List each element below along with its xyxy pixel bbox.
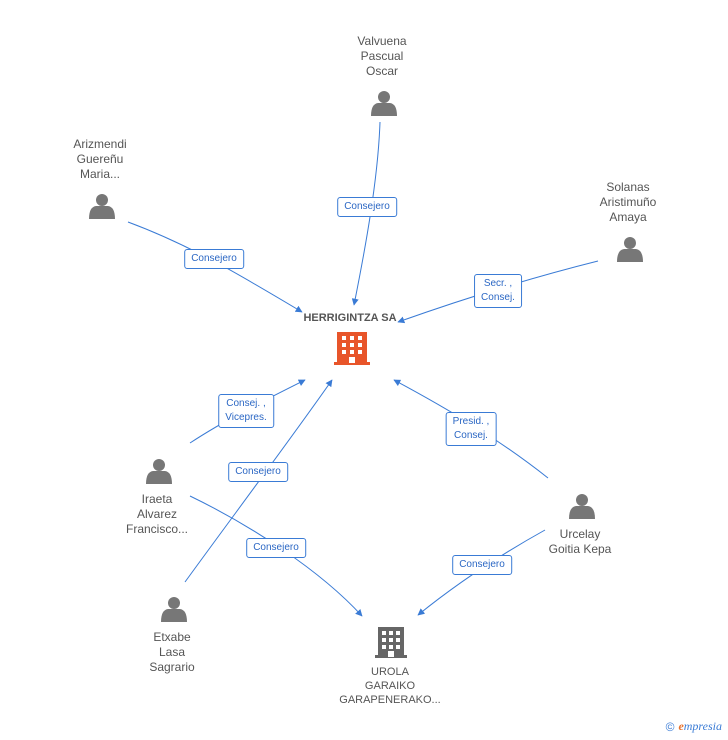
edge-label-urcelay-main: Presid. , Consej. bbox=[445, 412, 497, 446]
copyright-symbol: © bbox=[665, 719, 675, 734]
brand-logo: empresia bbox=[678, 719, 722, 733]
building-icon-main-company[interactable] bbox=[334, 332, 370, 365]
edge-label-solanas-main: Secr. , Consej. bbox=[474, 274, 522, 308]
person-icon-etxabe[interactable] bbox=[161, 597, 187, 622]
person-icon-arizmendi[interactable] bbox=[89, 194, 115, 219]
person-label-etxabe[interactable]: Etxabe Lasa Sagrario bbox=[149, 630, 195, 674]
secondary-company-label[interactable]: UROLA GARAIKO GARAPENERAKO... bbox=[339, 666, 441, 706]
footer-brand[interactable]: © empresia bbox=[666, 719, 722, 734]
person-icon-solanas[interactable] bbox=[617, 237, 643, 262]
main-company-label[interactable]: HERRIGINTZA SA bbox=[303, 312, 397, 324]
person-icon-valvuena[interactable] bbox=[371, 91, 397, 116]
edge-label-valvuena-main: Consejero bbox=[337, 197, 397, 217]
edge-label-etxabe-main: Consejero bbox=[228, 462, 288, 482]
edge-label-arizmendi-main: Consejero bbox=[184, 249, 244, 269]
building-icon-secondary-company[interactable] bbox=[375, 627, 407, 658]
person-label-arizmendi[interactable]: Arizmendi Guereñu Maria... bbox=[73, 137, 127, 181]
person-label-valvuena[interactable]: Valvuena Pascual Oscar bbox=[357, 34, 407, 78]
edge-label-iraeta-main: Consej. , Vicepres. bbox=[218, 394, 274, 428]
person-icon-iraeta[interactable] bbox=[146, 459, 172, 484]
person-label-urcelay[interactable]: Urcelay Goitia Kepa bbox=[548, 527, 612, 556]
edge-label-urcelay-secondary: Consejero bbox=[452, 555, 512, 575]
person-label-iraeta[interactable]: Iraeta Alvarez Francisco... bbox=[125, 492, 189, 536]
person-label-solanas[interactable]: Solanas Aristimuño Amaya bbox=[599, 180, 657, 224]
person-icon-urcelay[interactable] bbox=[569, 494, 595, 519]
edge-label-iraeta-secondary: Consejero bbox=[246, 538, 306, 558]
